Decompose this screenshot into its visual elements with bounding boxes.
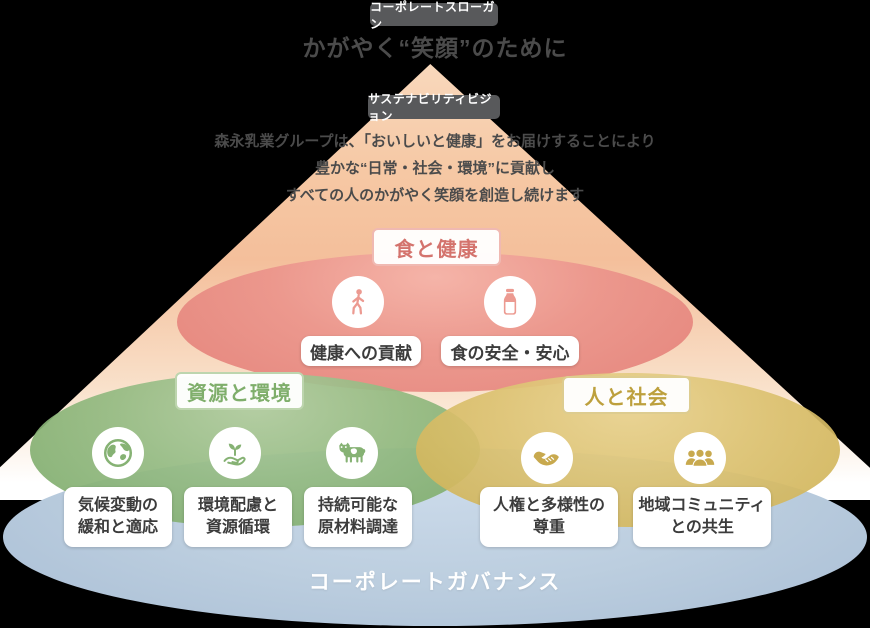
topic-pill-climate-change: 気候変動の 緩和と適応 <box>64 487 172 547</box>
food-health-ellipse <box>177 252 693 392</box>
topic-pill-human-rights: 人権と多様性の 尊重 <box>480 487 618 547</box>
milk-bottle-icon <box>503 288 517 315</box>
topic-pill-sustainable-sourcing: 持続可能な 原材料調達 <box>304 487 412 547</box>
icon-circle <box>484 276 536 328</box>
handshake-icon <box>533 451 559 466</box>
icon-circle <box>326 427 378 479</box>
cow-icon <box>339 442 366 463</box>
sustainability-vision-badge: サステナビリティビジョン <box>368 92 500 123</box>
sustainability-vision-statement: 森永乳業グループは、「おいしいと健康」をお届けすることにより 豊かな“日常・社会… <box>0 128 870 209</box>
icon-circle <box>209 427 261 479</box>
people-society-title: 人と社会 <box>562 376 691 414</box>
sprout-hand-icon <box>223 443 246 466</box>
vision-line-2: 豊かな“日常・社会・環境”に貢献し <box>314 160 555 177</box>
people-group-icon <box>685 448 715 467</box>
corporate-governance-title: コーポレートガバナンス <box>308 571 562 594</box>
topic-pill-local-community: 地域コミュニティ との共生 <box>633 487 771 547</box>
vision-line-3: すべての人のかがやく笑顔を創造し続けます <box>285 187 585 204</box>
vision-line-1: 森永乳業グループは、「おいしいと健康」をお届けすることにより <box>214 133 656 150</box>
icon-circle <box>521 432 573 484</box>
resources-environment-title: 資源と環境 <box>175 372 304 410</box>
topic-pill-resource-circulation: 環境配慮と 資源循環 <box>184 487 292 547</box>
topic-pill-food-safety: 食の安全・安心 <box>441 336 579 366</box>
food-health-title: 食と健康 <box>372 228 501 266</box>
walking-person-icon <box>352 289 365 315</box>
globe-icon <box>103 438 133 468</box>
icon-circle <box>674 432 726 484</box>
corporate-slogan-title: かがやく“笑顔”のために <box>302 35 568 61</box>
icon-circle <box>332 276 384 328</box>
corporate-slogan-badge: コーポレートスローガン <box>370 0 498 31</box>
topic-pill-health-contribution: 健康への貢献 <box>301 336 421 366</box>
icon-circle <box>92 427 144 479</box>
